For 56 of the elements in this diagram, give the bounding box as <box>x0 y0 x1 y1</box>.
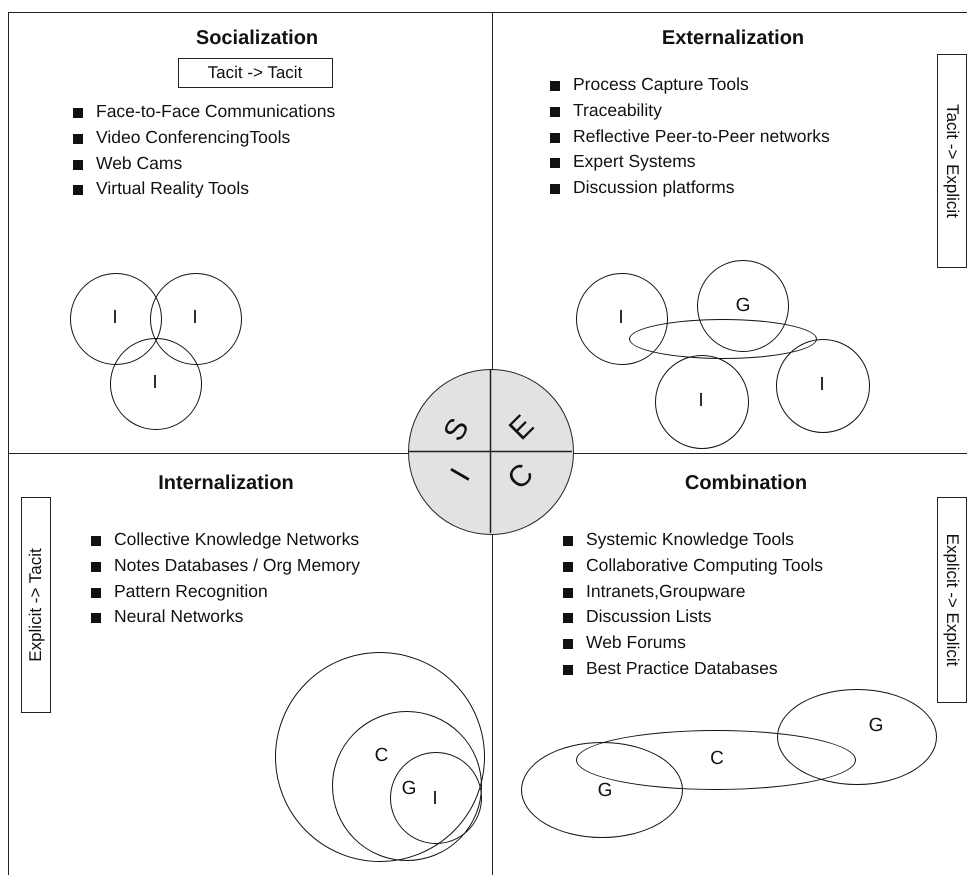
group-circle <box>520 742 682 838</box>
group-circle <box>576 272 668 364</box>
circle-letter: C <box>710 749 724 769</box>
quadrant-heading: Combination <box>684 471 808 495</box>
group-circle <box>776 688 936 784</box>
ellipse-outline <box>628 318 816 358</box>
bullet-item: Discussion platforms <box>550 175 830 201</box>
circle-letter: I <box>819 375 825 395</box>
group-circle <box>696 260 788 352</box>
circle-letter: G <box>868 716 884 736</box>
bullet-item: Expert Systems <box>550 149 830 176</box>
circle-letter: C <box>374 746 388 766</box>
quadrant-heading: Socialization <box>196 26 318 50</box>
bullet-item: Collaborative Computing Tools <box>563 552 824 579</box>
bullet-item: Reflective Peer-to-Peer networks <box>550 124 830 150</box>
bullet-item: Best Practice Databases <box>563 656 824 682</box>
group-circle <box>654 354 748 448</box>
circle-letter: I <box>112 308 118 328</box>
bullet-item: Intranets,Groupware <box>563 578 824 604</box>
circle-letter: I <box>432 789 438 809</box>
circle-letter: G <box>402 779 416 799</box>
group-circle <box>776 338 870 432</box>
bullet-item: Web Cams <box>73 150 336 176</box>
conversion-label: Tacit -> Tacit <box>178 58 332 88</box>
circle-outline <box>274 652 484 862</box>
bullet-item: Discussion Lists <box>563 604 824 630</box>
bullet-item: Process Capture Tools <box>550 72 830 98</box>
conversion-label: Tacit -> Explicit <box>936 54 966 268</box>
circle-letter: I <box>618 308 624 328</box>
conversion-label: Explicit -> Explicit <box>936 496 966 702</box>
quadrant-letter: I <box>445 463 476 486</box>
circle-letter: I <box>698 391 704 411</box>
circle-letter: I <box>192 308 198 328</box>
group-circle <box>110 338 202 430</box>
bullet-item: Web Forums <box>563 630 824 656</box>
bullet-item: Face-to-Face Communications <box>73 99 336 125</box>
circle-letter: G <box>598 781 612 801</box>
quadrant-letter: C <box>502 458 539 495</box>
conversion-label: Explicit -> Tacit <box>20 496 50 712</box>
circle-letter: G <box>736 296 750 316</box>
bullet-item: Collective Knowledge Networks <box>91 527 360 553</box>
group-circle <box>70 272 162 364</box>
quadrant-heading: Internalization <box>158 471 294 495</box>
bullet-item: Neural Networks <box>91 604 360 630</box>
bullet-item: Virtual Reality Tools <box>73 176 336 202</box>
bullet-item: Video ConferencingTools <box>73 124 336 151</box>
bullet-item: Traceability <box>550 98 830 124</box>
group-circle <box>390 752 482 844</box>
quadrant-letter: S <box>438 413 474 446</box>
circle-letter: I <box>152 373 158 393</box>
group-circle <box>150 272 242 364</box>
bullet-item: Notes Databases / Org Memory <box>91 552 360 579</box>
quadrant-letter: E <box>504 410 540 446</box>
group-circle <box>332 711 482 861</box>
bullet-item: Pattern Recognition <box>91 578 360 604</box>
quadrant-heading: Externalization <box>662 26 804 50</box>
